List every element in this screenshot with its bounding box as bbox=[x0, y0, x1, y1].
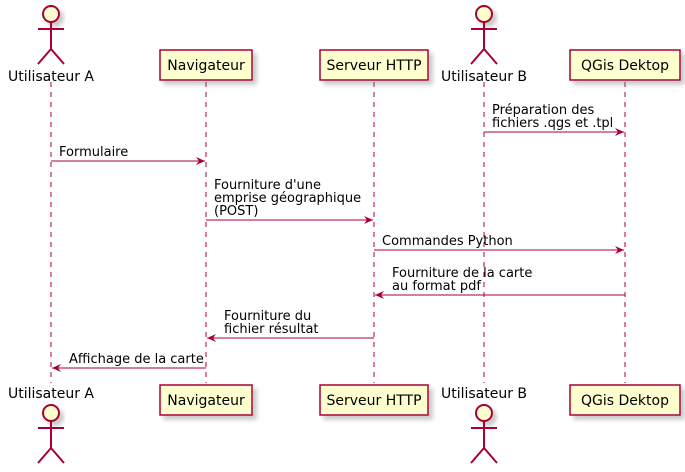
actor-utilisateur-b-top-icon bbox=[470, 5, 498, 65]
participant-serveur-http-bottom: Serveur HTTP bbox=[319, 384, 429, 416]
participant-label: Navigateur bbox=[167, 393, 245, 409]
participant-label: QGis Dektop bbox=[581, 393, 669, 409]
participant-label: Serveur HTTP bbox=[326, 393, 421, 409]
message-label: Affichage de la carte bbox=[69, 352, 204, 367]
message-7: Affichage de la carte bbox=[52, 352, 206, 372]
message-label: Formulaire bbox=[59, 145, 128, 160]
message-label: Fourniture d'une bbox=[214, 178, 321, 193]
participant-qgis-dektop-top: QGis Dektop bbox=[569, 49, 681, 81]
actor-label-utilisateur-b-top: Utilisateur B bbox=[441, 69, 527, 85]
actor-label-utilisateur-b-bottom: Utilisateur B bbox=[441, 386, 527, 402]
actor-label-utilisateur-a-bottom: Utilisateur A bbox=[8, 386, 94, 402]
message-label: au format pdf bbox=[392, 279, 481, 294]
message-label: Fourniture de la carte bbox=[392, 266, 532, 281]
message-label: Préparation des bbox=[492, 103, 594, 118]
message-4: Commandes Python bbox=[374, 234, 624, 254]
message-label: fichier résultat bbox=[224, 322, 319, 337]
participant-navigateur-bottom: Navigateur bbox=[159, 384, 253, 416]
message-label: Fourniture du bbox=[224, 309, 311, 324]
actor-label-utilisateur-a-top: Utilisateur A bbox=[8, 69, 94, 85]
participant-label: Navigateur bbox=[167, 58, 245, 74]
participant-navigateur-top: Navigateur bbox=[159, 49, 253, 81]
participant-label: Serveur HTTP bbox=[326, 58, 421, 74]
message-label: emprise géographique bbox=[214, 191, 361, 206]
message-label: (POST) bbox=[214, 204, 258, 219]
actor-utilisateur-a-bottom-icon bbox=[37, 404, 65, 464]
actor-utilisateur-a-top-icon bbox=[37, 5, 65, 65]
participant-serveur-http-top: Serveur HTTP bbox=[319, 49, 429, 81]
participant-qgis-dektop-bottom: QGis Dektop bbox=[569, 384, 681, 416]
participant-label: QGis Dektop bbox=[581, 58, 669, 74]
message-label: fichiers .qgs et .tpl bbox=[492, 116, 613, 131]
message-2: Formulaire bbox=[51, 145, 205, 165]
actor-utilisateur-b-bottom-icon bbox=[470, 404, 498, 464]
message-label: Commandes Python bbox=[382, 234, 513, 249]
